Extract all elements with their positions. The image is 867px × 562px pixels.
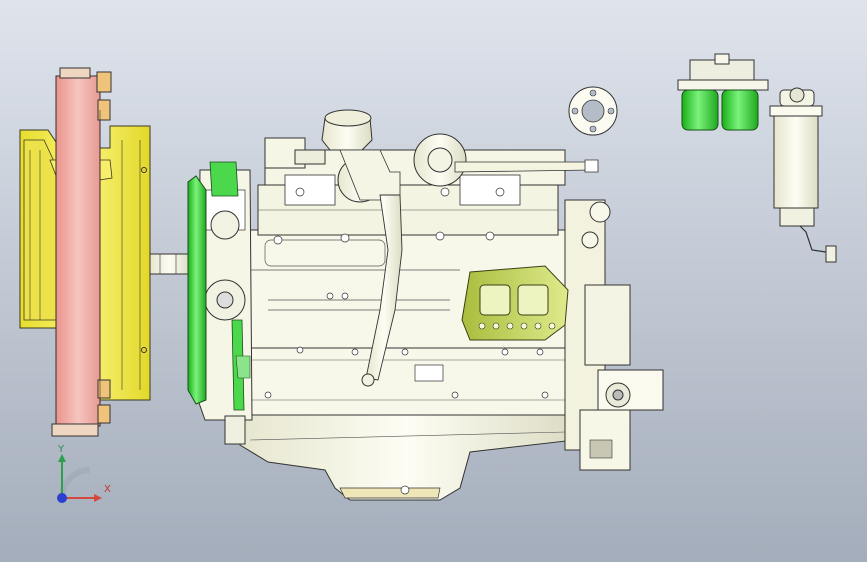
oil-filters[interactable] <box>677 53 769 131</box>
dipstick-tube[interactable] <box>361 194 403 387</box>
engine-block[interactable] <box>237 149 664 501</box>
radiator[interactable] <box>51 67 112 437</box>
turbocharger[interactable] <box>264 109 467 203</box>
fan-hub-shaft[interactable] <box>149 253 191 275</box>
triad-axes-icon <box>57 454 102 503</box>
belt-pulley[interactable] <box>187 161 251 411</box>
gasket-flange[interactable] <box>568 86 618 136</box>
rocker-cover[interactable] <box>461 265 569 341</box>
x-axis-label: X <box>104 484 111 495</box>
y-axis-label: Y <box>58 444 65 455</box>
coordinate-triad: Y X <box>44 444 124 512</box>
fuel-water-separator[interactable] <box>769 87 837 263</box>
crossover-pipe[interactable] <box>454 159 599 173</box>
